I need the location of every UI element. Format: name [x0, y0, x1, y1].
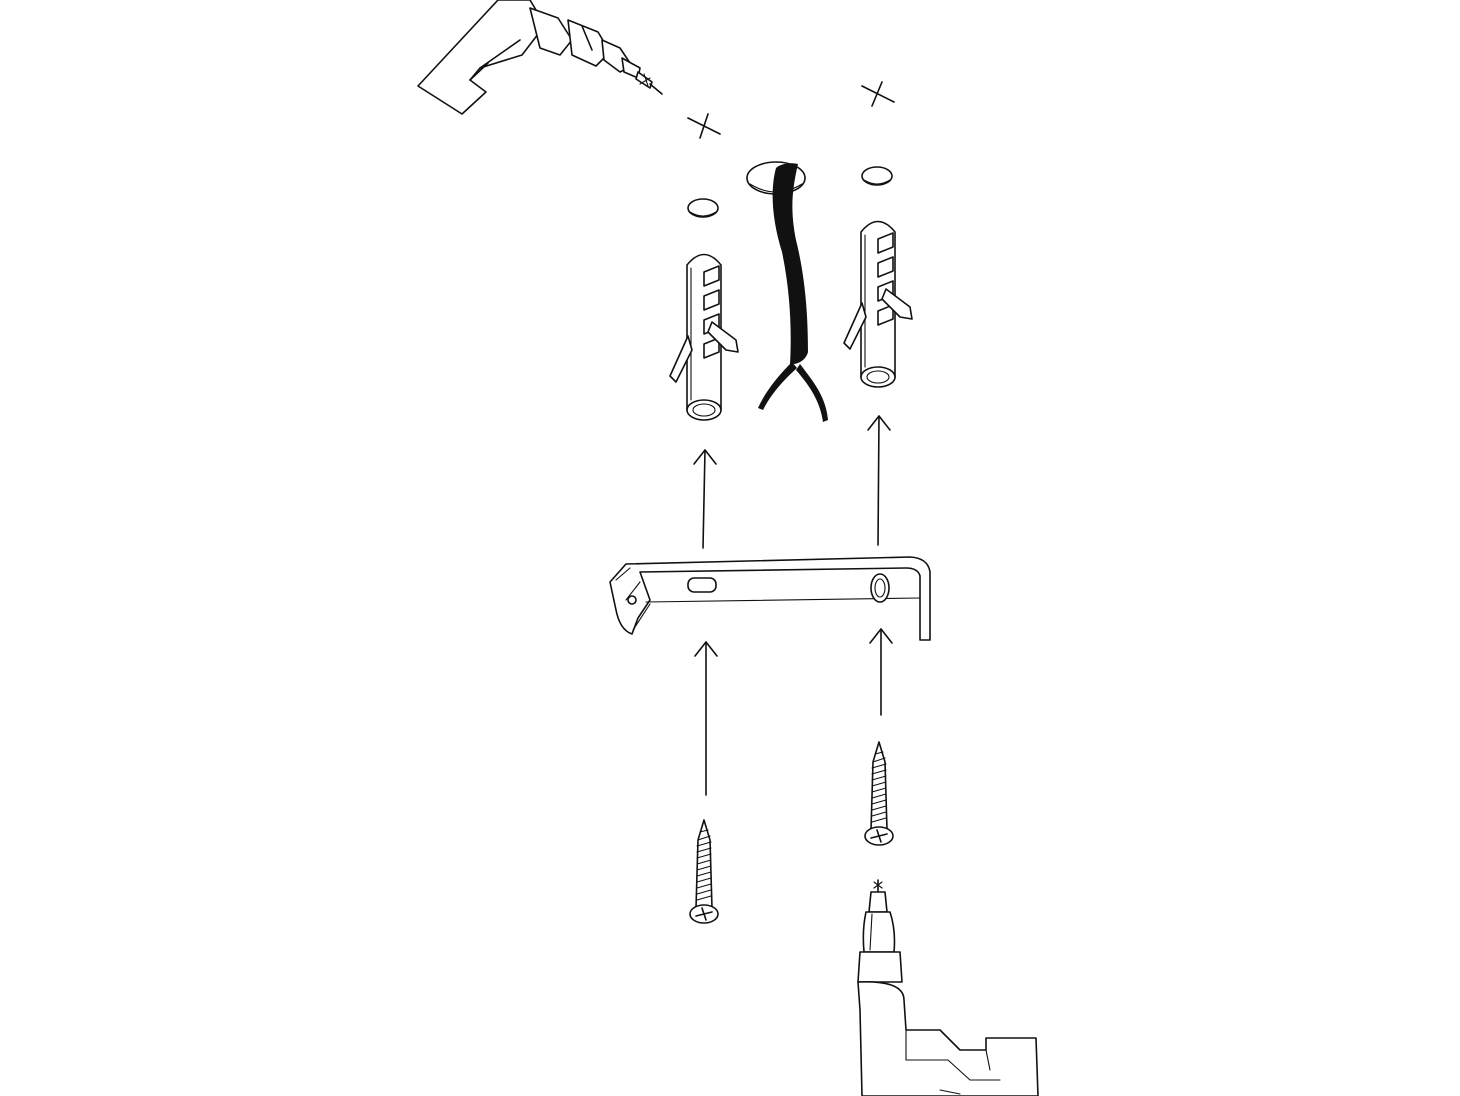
cross-mark-icon-left — [687, 113, 721, 139]
arrow-up-icon-plug-left — [693, 449, 717, 549]
bracket-icon — [609, 556, 931, 641]
screw-icon-left — [689, 819, 719, 924]
arrow-up-icon-plug-right — [867, 415, 891, 546]
drill-icon-bottom — [857, 879, 1039, 1096]
drill-icon-top — [417, 0, 663, 115]
arrow-up-icon-bracket-left — [694, 641, 718, 796]
wall-plug-icon-left — [669, 253, 739, 421]
arrow-up-icon-bracket-right — [869, 628, 893, 716]
hole-icon-right — [861, 166, 893, 186]
cross-mark-icon-right — [861, 81, 895, 107]
screw-icon-right — [864, 741, 894, 846]
cable-icon — [746, 161, 828, 422]
wall-plug-icon-right — [843, 220, 913, 388]
hole-icon-left — [687, 198, 719, 218]
